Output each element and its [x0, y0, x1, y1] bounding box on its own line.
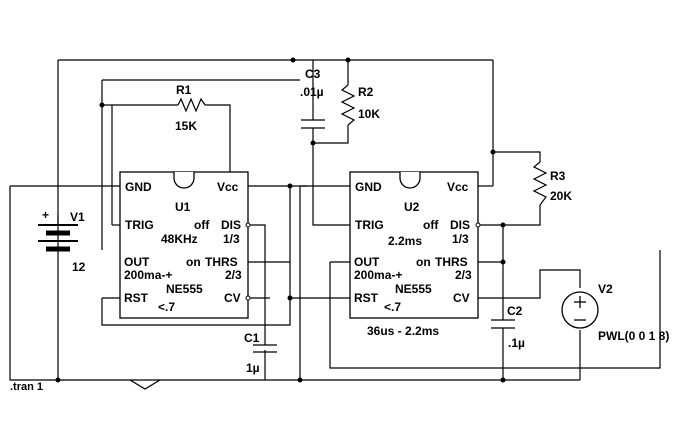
u1-ratio-23: 2/3: [225, 268, 242, 282]
c2-value-label: .1µ: [508, 336, 525, 350]
u1-ne555-chip[interactable]: GND Vcc U1 TRIG off DIS 48KHz 1/3 OUT on…: [119, 171, 270, 319]
u2-pin-vcc: Vcc: [447, 180, 469, 194]
u1-off-label: off: [194, 218, 210, 232]
u2-model-label: NE555: [395, 282, 432, 296]
v2-voltage-source[interactable]: V2 PWL(0 0 1 8): [561, 282, 669, 343]
u1-pin-out: OUT: [124, 255, 150, 269]
u2-pin-gnd: GND: [355, 180, 382, 194]
v2-value-label: PWL(0 0 1 8): [598, 329, 669, 343]
u1-pin-dis: DIS: [221, 218, 241, 232]
v1-ref-label: V1: [70, 210, 85, 224]
u1-pin-gnd: GND: [125, 180, 152, 194]
u1-on-label: on: [186, 255, 201, 269]
r2-ref-label: R2: [358, 85, 374, 99]
u1-ref-label: U1: [175, 200, 191, 214]
u2-pin-trig: TRIG: [355, 218, 384, 232]
c1-value-label: 1µ: [246, 361, 260, 375]
u1-note: 48KHz: [161, 232, 198, 246]
v1-battery[interactable]: + V1 12: [38, 208, 86, 274]
u2-pin-thrs: THRS: [435, 255, 468, 269]
r2-resistor[interactable]: R2 10K: [340, 84, 380, 126]
c3-ref-label: C3: [305, 67, 321, 81]
tran-directive[interactable]: .tran 1: [10, 381, 43, 393]
v2-ref-label: V2: [598, 282, 613, 296]
u2-ratio-23: 2/3: [455, 268, 472, 282]
c2-capacitor[interactable]: C2 .1µ: [491, 304, 525, 350]
r3-ref-label: R3: [550, 169, 566, 183]
u2-pin-out: OUT: [354, 255, 380, 269]
u2-pin-cv: CV: [453, 291, 470, 305]
u1-model-label: NE555: [166, 282, 203, 296]
v1-value-label: 12: [72, 260, 86, 274]
u1-pin-rst: RST: [124, 291, 149, 305]
c3-capacitor[interactable]: C3 .01µ: [300, 67, 325, 129]
u2-note: 2.2ms: [388, 234, 422, 248]
junctions: [55, 57, 506, 383]
u1-pin-cv: CV: [224, 291, 241, 305]
u2-pin-dis: DIS: [450, 218, 470, 232]
c3-value-label: .01µ: [300, 85, 324, 99]
u2-rst-level: <.7: [384, 300, 401, 314]
u2-ratio-13: 1/3: [452, 232, 469, 246]
u1-pin-trig: TRIG: [125, 218, 154, 232]
r3-value-label: 20K: [550, 189, 572, 203]
u1-pin-thrs: THRS: [205, 255, 238, 269]
u2-on-label: on: [416, 255, 431, 269]
u2-ne555-chip[interactable]: GND Vcc U2 TRIG off DIS 2.2ms 1/3 OUT on…: [349, 171, 481, 338]
u2-ref-label: U2: [404, 200, 420, 214]
v1-plus-sign: +: [42, 208, 49, 222]
c1-ref-label: C1: [244, 331, 260, 345]
u1-out-current: 200ma-+: [124, 268, 172, 282]
c1-capacitor[interactable]: C1 1µ: [244, 331, 277, 375]
r1-ref-label: R1: [176, 83, 192, 97]
wires: [9, 59, 661, 390]
u2-off-label: off: [423, 218, 439, 232]
r1-value-label: 15K: [175, 119, 197, 133]
r3-resistor[interactable]: R3 20K: [532, 161, 572, 206]
u2-caption: 36us - 2.2ms: [367, 324, 439, 338]
c2-ref-label: C2: [507, 304, 523, 318]
r1-resistor[interactable]: R1 15K: [175, 83, 206, 133]
u2-pin-rst: RST: [354, 291, 379, 305]
u1-ratio-13: 1/3: [223, 232, 240, 246]
u1-pin-vcc: Vcc: [217, 180, 239, 194]
u1-rst-level: <.7: [158, 300, 175, 314]
u2-out-current: 200ma-+: [354, 268, 402, 282]
r2-value-label: 10K: [358, 107, 380, 121]
